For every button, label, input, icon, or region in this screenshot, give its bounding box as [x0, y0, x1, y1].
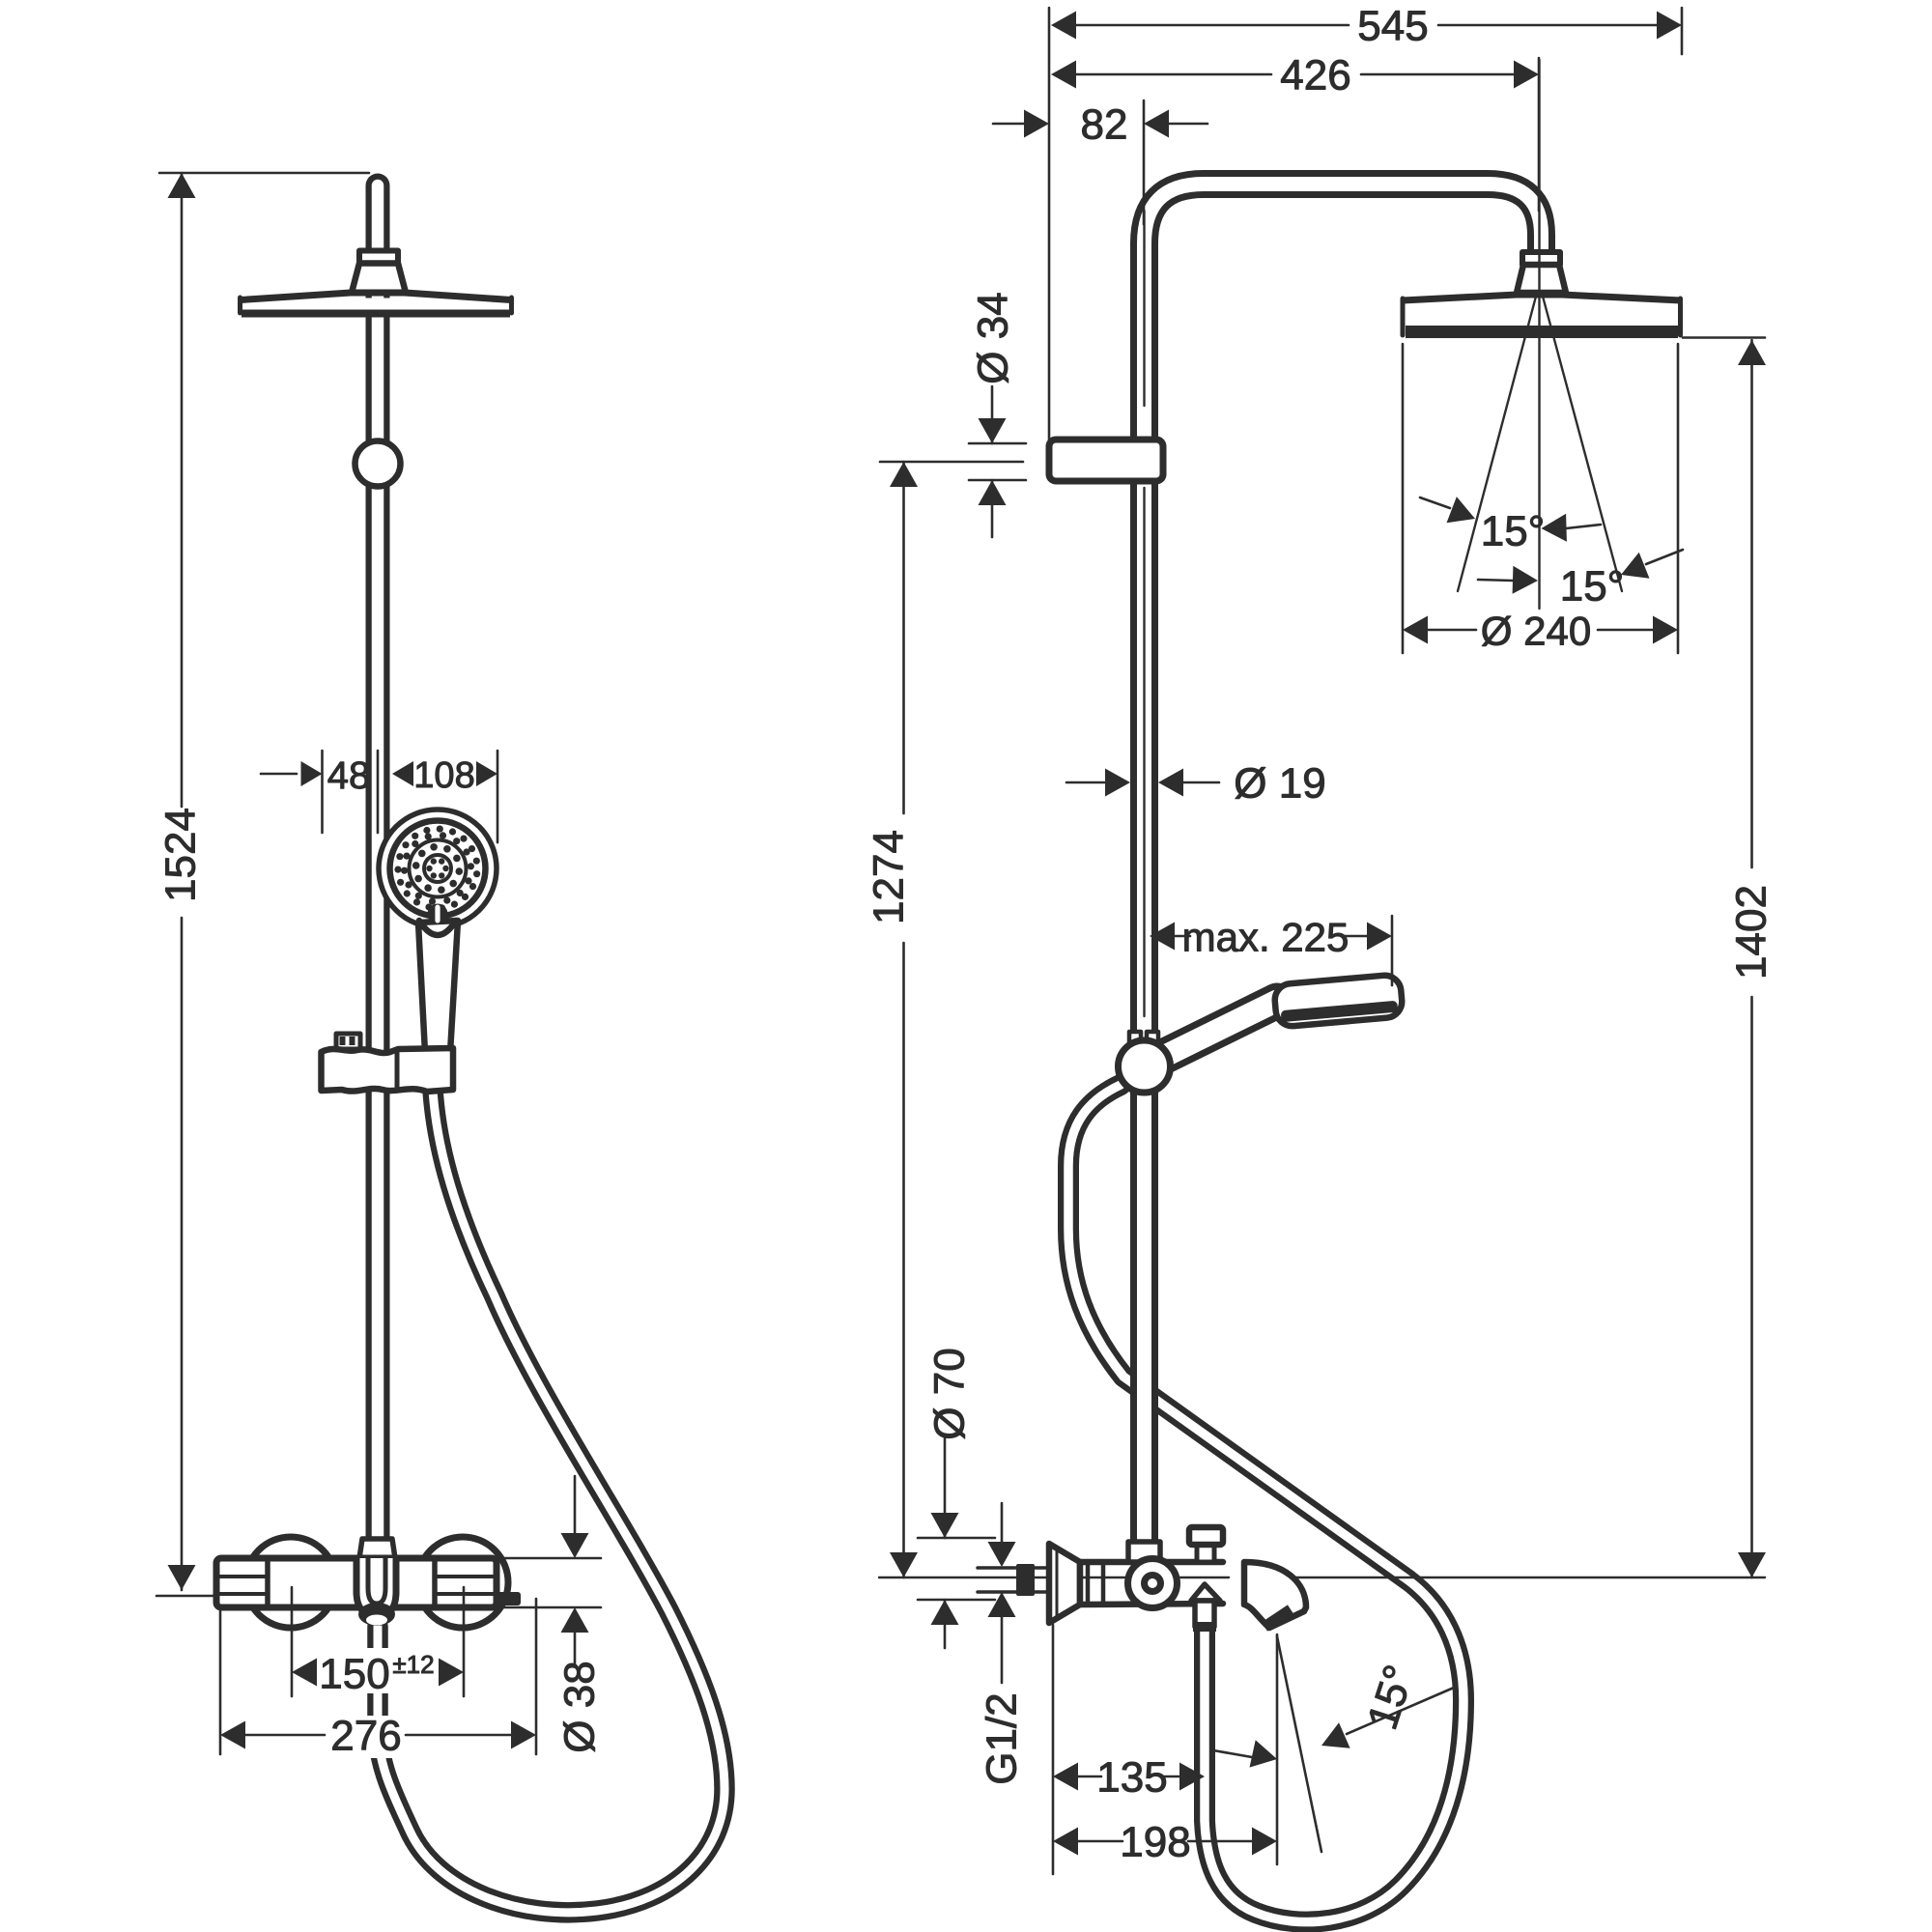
svg-text:108: 108 — [413, 755, 474, 796]
svg-text:1524: 1524 — [157, 808, 205, 902]
svg-text:max. 225: max. 225 — [1182, 915, 1350, 960]
svg-text:276: 276 — [330, 1713, 401, 1760]
svg-text:545: 545 — [1357, 3, 1428, 50]
svg-text:135: 135 — [1096, 1754, 1167, 1802]
svg-text:1274: 1274 — [866, 830, 913, 924]
svg-text:150: 150 — [319, 1651, 389, 1698]
svg-text:Ø 38: Ø 38 — [556, 1661, 604, 1752]
svg-text:±12: ±12 — [392, 1650, 434, 1679]
svg-text:15°: 15° — [1560, 563, 1625, 611]
svg-text:15°: 15° — [1481, 508, 1546, 555]
svg-text:Ø 34: Ø 34 — [970, 292, 1017, 384]
svg-text:Ø 240: Ø 240 — [1481, 609, 1591, 654]
svg-text:G1/2: G1/2 — [979, 1692, 1026, 1784]
svg-text:1402: 1402 — [1728, 885, 1776, 980]
svg-text:426: 426 — [1280, 52, 1350, 99]
svg-text:198: 198 — [1120, 1819, 1190, 1866]
svg-text:82: 82 — [1081, 101, 1128, 149]
svg-text:Ø 19: Ø 19 — [1234, 760, 1325, 808]
svg-text:48: 48 — [327, 754, 371, 797]
svg-text:Ø 70: Ø 70 — [926, 1348, 974, 1439]
